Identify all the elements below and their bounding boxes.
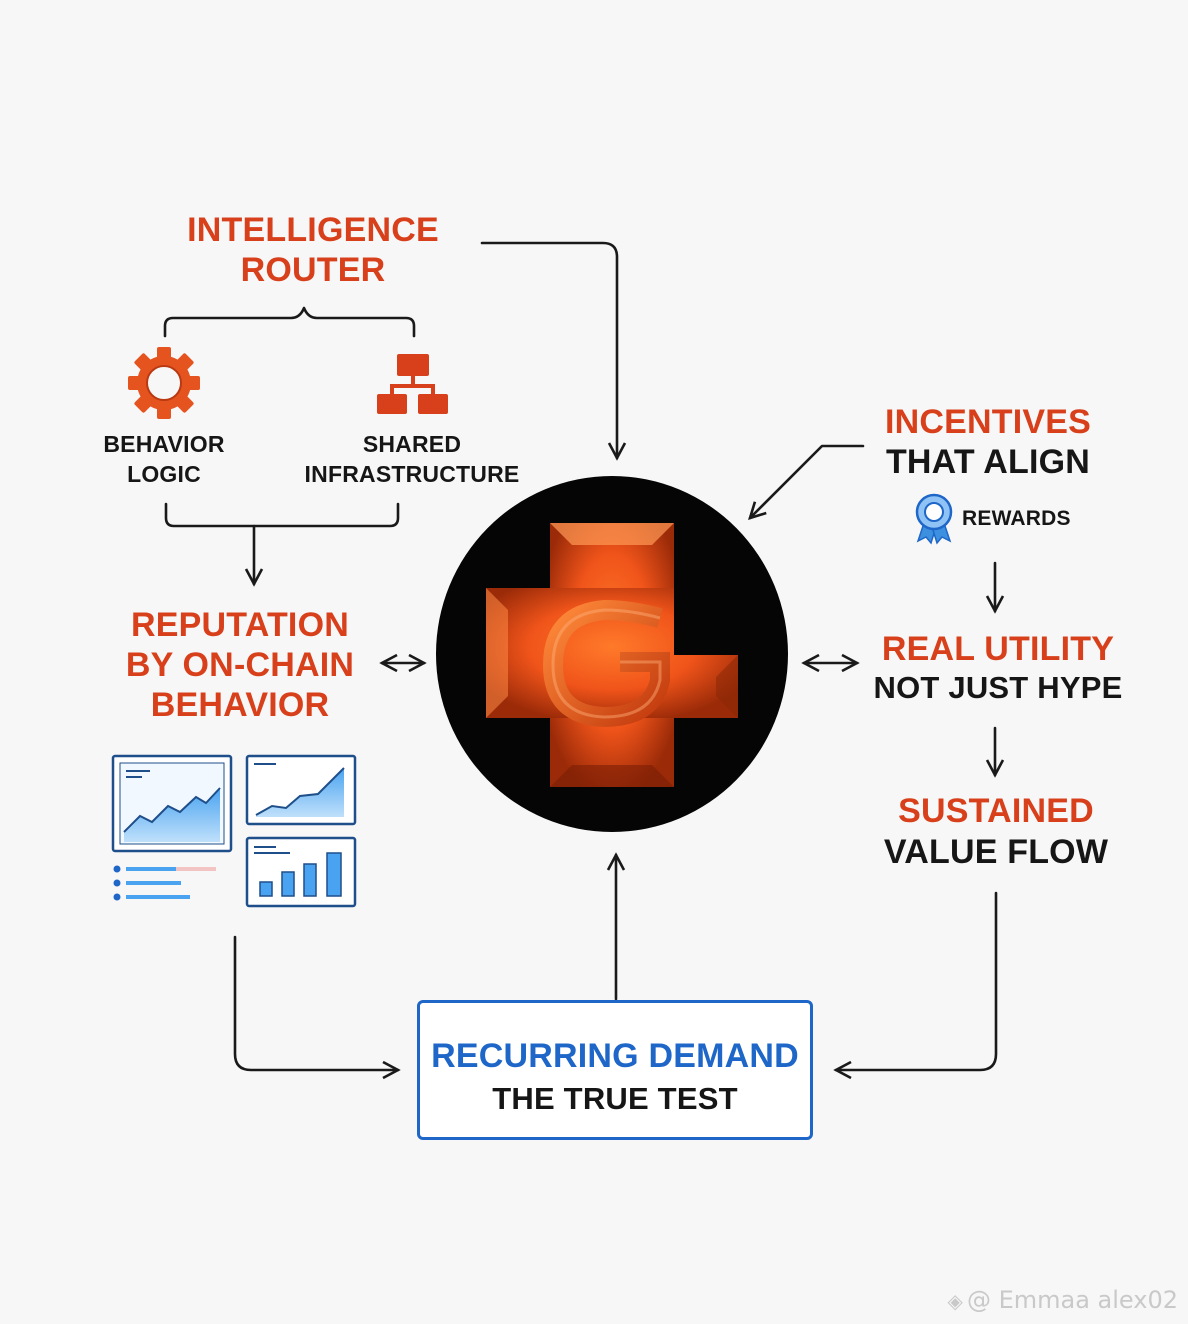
recurring-demand-box: RECURRING DEMAND THE TRUE TEST	[417, 1000, 813, 1140]
sustained-line1: SUSTAINED	[898, 792, 1094, 830]
watermark-text: @ Emmaa alex02	[966, 1286, 1178, 1314]
incentives-line1: INCENTIVES	[884, 403, 1092, 441]
bracket-bottom	[164, 502, 400, 528]
infra-label-line2: INFRASTRUCTURE	[304, 461, 520, 487]
incentives-line2: THAT ALIGN	[885, 443, 1091, 481]
demand-subtitle: THE TRUE TEST	[492, 1081, 738, 1116]
sustained-line2: VALUE FLOW	[883, 833, 1109, 871]
arrow-router-to-center	[480, 241, 627, 461]
logo-g-letter	[542, 599, 670, 728]
behavior-label-line2: LOGIC	[127, 461, 201, 487]
utility-line1: REAL UTILITY	[881, 630, 1115, 668]
utility-line2: NOT JUST HYPE	[873, 670, 1123, 705]
arrow-sustained-to-demand	[833, 891, 998, 1080]
arrow-reputation-to-demand	[233, 935, 401, 1080]
diamond-icon: ◈	[947, 1289, 963, 1313]
brace-top	[163, 306, 416, 338]
watermark: ◈@ Emmaa alex02	[948, 1286, 1178, 1314]
reputation-line1: REPUTATION	[131, 606, 349, 644]
infra-label-line1: SHARED	[362, 431, 462, 457]
reputation-line3: BEHAVIOR	[150, 686, 330, 724]
rewards-label: REWARDS	[962, 507, 1071, 530]
router-title-line1: INTELLIGENCE	[187, 211, 439, 249]
behavior-label-line1: BEHAVIOR	[103, 431, 225, 457]
router-title-line2: ROUTER	[240, 251, 386, 289]
arrow-incentives-to-center	[748, 444, 865, 520]
demand-title: RECURRING DEMAND	[431, 1037, 799, 1075]
reputation-line2: BY ON-CHAIN	[125, 646, 355, 684]
